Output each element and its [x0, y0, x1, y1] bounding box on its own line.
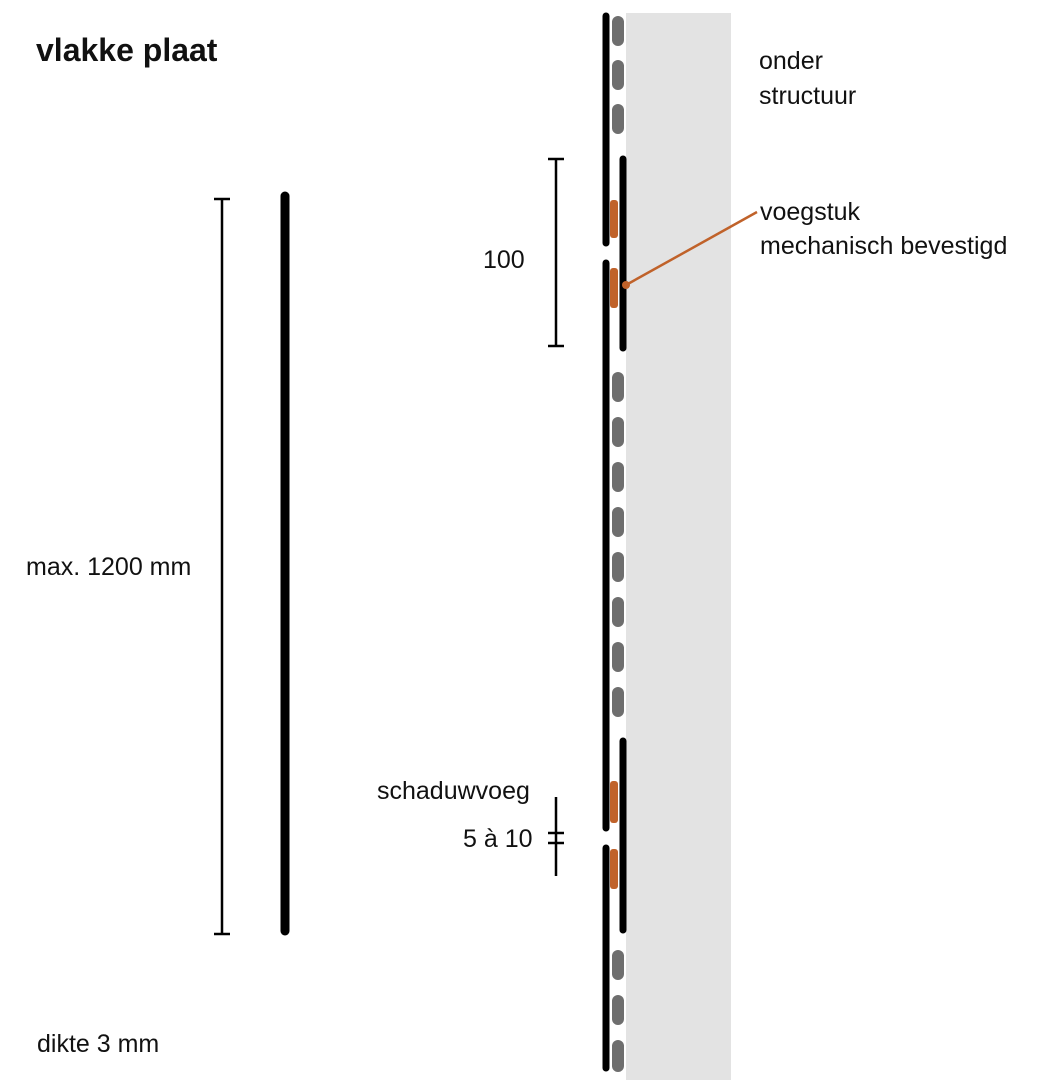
- joint-piece-leader-dot: [622, 281, 630, 289]
- joint-piece: [610, 849, 618, 889]
- fastener: [612, 995, 624, 1025]
- joint-piece-label-line1: voegstuk: [760, 198, 861, 226]
- fastener: [612, 552, 624, 582]
- joint-piece-leader: [625, 210, 758, 287]
- cladding-section: [602, 12, 627, 1072]
- thickness-label: dikte 3 mm: [37, 1030, 159, 1058]
- fastener: [612, 372, 624, 402]
- fastener-dashes: [612, 16, 624, 1072]
- height-dimension: [214, 197, 230, 936]
- fastener: [612, 417, 624, 447]
- fastener: [612, 104, 624, 134]
- overlap-dimension: [548, 157, 564, 348]
- height-label: max. 1200 mm: [26, 553, 191, 581]
- substructure-label-line2: structuur: [759, 82, 856, 110]
- fastener: [612, 597, 624, 627]
- shadow-joint-dimension: [548, 797, 564, 876]
- joint-piece: [610, 200, 618, 238]
- joint-piece-label-line2: mechanisch bevestigd: [760, 232, 1007, 260]
- fastener: [612, 950, 624, 980]
- shadow-joint-label: schaduwvoeg: [377, 777, 530, 805]
- fastener: [612, 642, 624, 672]
- shadow-joint-size-label: 5 à 10: [463, 825, 533, 853]
- fastener: [612, 462, 624, 492]
- fastener: [612, 60, 624, 90]
- fastener: [612, 687, 624, 717]
- fastener: [612, 507, 624, 537]
- substructure-label-line1: onder: [759, 47, 823, 75]
- joint-piece: [610, 268, 618, 308]
- fastener: [612, 1040, 624, 1072]
- fastener: [612, 16, 624, 46]
- substructure-band: [626, 13, 731, 1080]
- joint-pieces: [610, 200, 618, 889]
- overlap-label: 100: [483, 246, 525, 274]
- joint-piece: [610, 781, 618, 823]
- diagram-title: vlakke plaat: [36, 32, 218, 68]
